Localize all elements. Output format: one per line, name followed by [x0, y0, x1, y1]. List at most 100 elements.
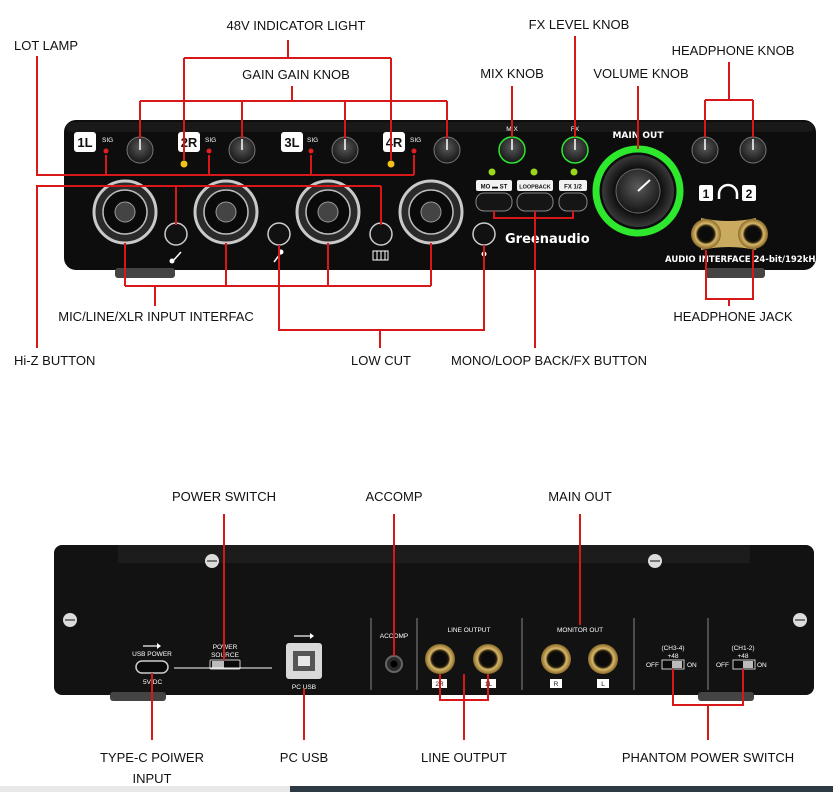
phantom-switch-ch12[interactable] — [732, 659, 756, 670]
bottom-strip-dark — [290, 786, 833, 792]
headphone-icon — [717, 183, 739, 199]
gain-knob-2[interactable] — [228, 136, 256, 164]
svg-text:R: R — [554, 681, 559, 688]
callout-gain-knob: GAIN GAIN KNOB — [242, 67, 350, 82]
callout-mono-loopback-fx: MONO/LOOP BACK/FX BUTTON — [451, 353, 647, 368]
callout-pilot-lamp: LOT LAMP — [14, 38, 78, 53]
usb-power-label: USB POWER — [132, 651, 172, 658]
jack-label-r: R — [550, 679, 562, 688]
headphone-knob-2[interactable] — [739, 136, 767, 164]
keyboard-button[interactable] — [369, 222, 393, 246]
headphone-jack-2[interactable] — [738, 219, 768, 249]
mix-knob[interactable] — [498, 136, 526, 164]
ch12-label: (CH1-2) — [731, 645, 754, 652]
headphone-labels: 1 2 — [699, 183, 756, 201]
svg-text:SIG: SIG — [410, 137, 421, 144]
volume-knob[interactable] — [592, 145, 684, 237]
screw-icon — [793, 613, 807, 627]
lowcut-button-1[interactable] — [267, 222, 291, 246]
mono-led — [488, 168, 496, 176]
typec-port[interactable] — [135, 660, 169, 674]
power-source-label-2: SOURCE — [211, 652, 239, 659]
usb-icon — [294, 633, 314, 639]
channel-badge-4r: 4R SIG — [383, 132, 421, 154]
line-output-jack-2r[interactable] — [425, 644, 455, 674]
callout-headphone-jack: HEADPHONE JACK — [673, 309, 793, 324]
gain-knob-4[interactable] — [433, 136, 461, 164]
callout-mix-knob: MIX KNOB — [480, 66, 544, 81]
mono-st-button[interactable]: MO ▬ ST — [475, 180, 513, 212]
headphone-knob-1[interactable] — [691, 136, 719, 164]
screw-icon — [648, 554, 662, 568]
pc-usb-label: PC USB — [292, 684, 316, 691]
rear-foot-left — [110, 692, 166, 701]
callout-48v-indicator: 48V INDICATOR LIGHT — [227, 18, 366, 33]
phantom-switch-ch34[interactable] — [661, 659, 685, 670]
led-48v-ch12 — [180, 160, 188, 168]
rear-foot-right — [698, 692, 754, 701]
line-output-jack-1l[interactable] — [473, 644, 503, 674]
guitar-icon — [169, 251, 182, 264]
on-label: ON — [687, 662, 697, 669]
callout-fx-level-knob: FX LEVEL KNOB — [529, 17, 630, 32]
gain-knob-1[interactable] — [126, 136, 154, 164]
monitor-out-jack-r[interactable] — [541, 644, 571, 674]
plus48-label: +48 — [737, 653, 748, 660]
svg-text:FX 1/2: FX 1/2 — [564, 185, 582, 191]
front-foot-left — [115, 268, 175, 278]
pc-usb-port[interactable] — [286, 643, 322, 679]
callout-pc-usb: PC USB — [280, 750, 328, 765]
line-output-panel-label: LINE OUTPUT — [448, 627, 491, 634]
channel-badge-1l: 1L SIG — [74, 132, 113, 154]
loopback-button[interactable]: LOOPBACK — [516, 180, 554, 212]
gain-knob-3[interactable] — [331, 136, 359, 164]
model-label: AUDIO INTERFACE 24-bit/192kHz — [665, 255, 820, 265]
monitor-out-label: MONITOR OUT — [557, 627, 603, 634]
svg-text:SIG: SIG — [205, 137, 216, 144]
xlr-input-2[interactable] — [193, 179, 259, 245]
svg-text:SIG: SIG — [102, 137, 113, 144]
callout-typec-power-input-2: INPUT — [133, 771, 172, 786]
front-device: 1L SIG 2R SIG 3L SIG 4R SIG — [64, 120, 820, 278]
fx-led — [570, 168, 578, 176]
callout-accomp: ACCOMP — [365, 489, 422, 504]
svg-text:SIG: SIG — [307, 137, 318, 144]
accomp-jack[interactable] — [385, 655, 403, 673]
xlr-input-4[interactable] — [398, 179, 464, 245]
on-label: ON — [757, 662, 767, 669]
brand-label: Greenaudio — [505, 232, 590, 247]
callout-volume-knob: VOLUME KNOB — [593, 66, 688, 81]
loopback-led — [530, 168, 538, 176]
power-source-label-1: POWER — [213, 644, 238, 651]
callout-input-interface: MIC/LINE/XLR INPUT INTERFAC — [58, 309, 254, 324]
off-label: OFF — [646, 662, 659, 669]
callout-low-cut: LOW CUT — [351, 353, 411, 368]
screw-icon — [205, 554, 219, 568]
svg-text:4R: 4R — [386, 135, 403, 150]
monitor-out-jack-l[interactable] — [588, 644, 618, 674]
callout-typec-power-input: TYPE-C POIWER — [100, 750, 204, 765]
callout-line-output: LINE OUTPUT — [421, 750, 507, 765]
svg-text:3L: 3L — [284, 135, 299, 150]
svg-text:LOOPBACK: LOOPBACK — [519, 185, 551, 191]
jack-label-l: L — [597, 679, 609, 688]
rear-device: USB POWER 5V DC POWER SOURCE PC USB ACCO… — [54, 545, 814, 701]
ch34-label: (CH3-4) — [661, 645, 684, 652]
fx-level-knob[interactable] — [561, 136, 589, 164]
hiz-button[interactable] — [164, 222, 188, 246]
front-callout-lines — [36, 36, 754, 348]
rear-panel — [54, 545, 814, 695]
callout-headphone-knob: HEADPHONE KNOB — [672, 43, 795, 58]
lowcut-button-2[interactable] — [472, 222, 496, 246]
fx-select-button[interactable]: FX 1/2 — [558, 180, 588, 212]
xlr-input-1[interactable] — [92, 179, 158, 245]
plus48-label: +48 — [667, 653, 678, 660]
callout-hiz-button: Hi-Z BUTTON — [14, 353, 95, 368]
svg-text:2: 2 — [746, 187, 753, 201]
callout-main-out: MAIN OUT — [548, 489, 612, 504]
off-label: OFF — [716, 662, 729, 669]
xlr-input-3[interactable] — [295, 179, 361, 245]
keyboard-icon — [372, 250, 389, 261]
rear-callout-lines — [151, 514, 744, 740]
